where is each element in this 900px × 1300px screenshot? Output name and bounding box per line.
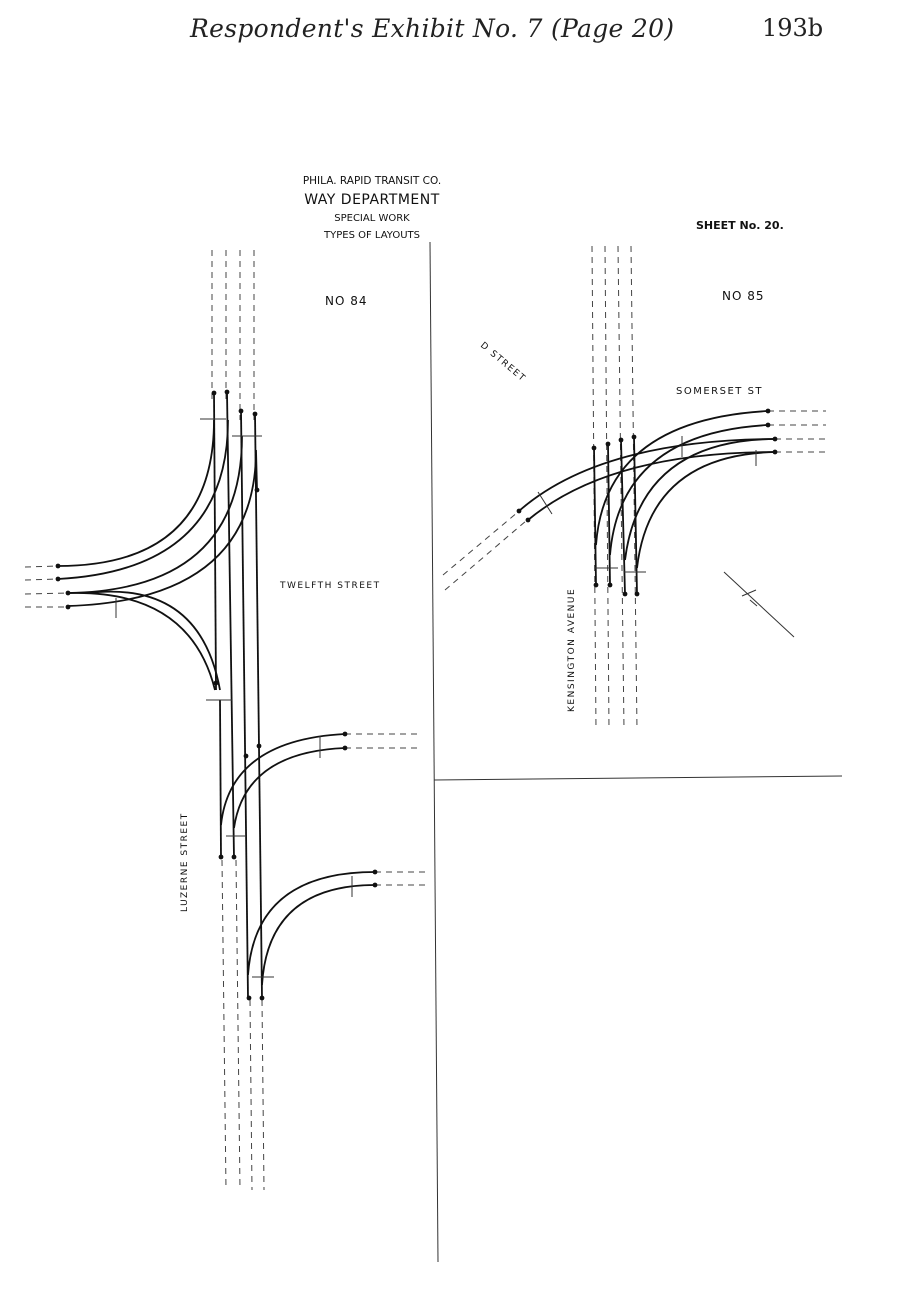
layout-85-rails	[518, 410, 776, 595]
layout-84-switch-ticks	[115, 418, 353, 978]
layout-85-rail-end-dots	[516, 408, 778, 597]
drawing-subject: SPECIAL WORK	[334, 213, 410, 224]
layout-85-switch-ticks	[537, 436, 757, 573]
layout-85-number: NO 85	[722, 289, 765, 303]
sheet-number: SHEET No. 20.	[696, 219, 784, 232]
layout-84-number: NO 84	[325, 294, 368, 308]
layout-84-rails	[57, 391, 376, 999]
somerset-street-label: SOMERSET ST	[676, 386, 763, 397]
north-arrow-symbol	[723, 571, 795, 638]
d-street-label: D STREET	[478, 341, 527, 385]
horizontal-divider-line	[433, 775, 843, 781]
twelfth-street-label: TWELFTH STREET	[279, 581, 381, 591]
company-name: PHILA. RAPID TRANSIT CO.	[302, 175, 442, 187]
layout-84-rail-end-dots	[55, 389, 378, 1001]
department-name: WAY DEPARTMENT	[304, 192, 440, 208]
drawing-title: TYPES OF LAYOUTS	[324, 230, 420, 241]
layout-84-street-lines	[24, 250, 428, 1191]
exhibit-title: Respondent's Exhibit No. 7 (Page 20)	[190, 14, 675, 43]
center-divider-line	[429, 241, 439, 1263]
kensington-avenue-label: KENSINGTON AVENUE	[567, 588, 577, 712]
page-number: 193b	[762, 14, 824, 42]
luzerne-street-label: LUZERNE STREET	[180, 812, 190, 912]
